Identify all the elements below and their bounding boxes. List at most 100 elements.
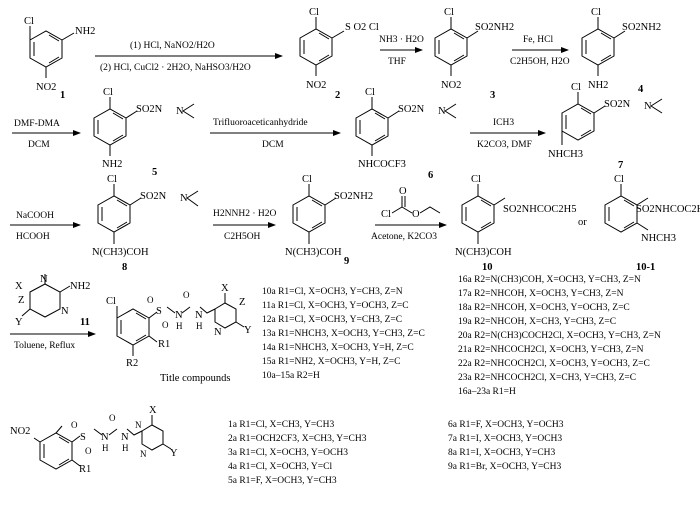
arrow3-bottom: C2H5OH, H2O	[510, 57, 570, 67]
c1-number: 1	[60, 90, 65, 101]
title-n1: N	[175, 310, 183, 321]
c8-so2: SO2N	[140, 191, 167, 202]
lead-h2: H	[122, 443, 129, 453]
c3-number: 3	[490, 90, 495, 101]
list-item: 2a R1=OCH2CF3, X=CH3, Y=CH3	[228, 434, 367, 444]
title-s: S	[156, 306, 162, 317]
lead-n2: N	[121, 432, 129, 443]
arrow6-bottom: K2CO3, DMF	[477, 140, 532, 150]
triazine-nh2: NH2	[70, 281, 90, 292]
list-item: 9a R1=Br, X=OCH3, Y=CH3	[448, 462, 561, 472]
arrow9-bottom: Acetone, K2CO3	[371, 232, 437, 242]
c6-n: N	[438, 106, 446, 117]
c3-cl: Cl	[444, 7, 454, 18]
list-item: 10a R1=Cl, X=OCH3, Y=CH3, Z=N	[262, 287, 403, 297]
arrow4-top: DMF-DMA	[14, 119, 60, 129]
triazine-n2: N	[61, 306, 69, 317]
c7-n: N	[644, 101, 652, 112]
c4-number: 4	[638, 84, 644, 95]
title-cl: Cl	[106, 296, 116, 307]
arrow4-bottom: DCM	[28, 140, 50, 150]
reagent-o1: O	[399, 186, 407, 197]
lead-no2: NO2	[10, 426, 30, 437]
c5-cl: Cl	[103, 87, 113, 98]
lead-h1: H	[102, 443, 109, 453]
lead-o1: O	[71, 420, 78, 430]
title-y: Y	[244, 325, 252, 336]
list-item: 17a R2=NHCOH, X=OCH3, Y=CH3, Z=N	[458, 289, 624, 299]
list-item: 7a R1=I, X=OCH3, Y=OCH3	[448, 434, 562, 444]
title-o2: O	[162, 320, 169, 330]
compound-1: Cl NH2 NO2 1	[24, 16, 95, 101]
c2-number: 2	[335, 90, 340, 101]
compound-7: Cl SO2N N NHCH3 7	[548, 82, 663, 171]
lead-nn1: N	[135, 420, 142, 430]
list-item: 6a R1=F, X=OCH3, Y=OCH3	[448, 420, 564, 430]
c5-so2: SO2N	[136, 104, 163, 115]
c8-n: N	[180, 193, 188, 204]
c7-number: 7	[618, 160, 623, 171]
c5-n: N	[176, 106, 184, 117]
list-10a-15a: 10a R1=Cl, X=OCH3, Y=CH3, Z=N 11a R1=Cl,…	[262, 287, 425, 381]
compound-10: Cl SO2NHCOC2H5 N(CH3)COH 10	[455, 174, 577, 273]
c2-so2cl: S O2 Cl	[345, 22, 379, 33]
triazine-z: Z	[18, 295, 24, 306]
c2-cl: Cl	[309, 7, 319, 18]
c6-cl: Cl	[365, 87, 375, 98]
c3-so2nh2: SO2NH2	[475, 22, 514, 33]
list-item: 4a R1=Cl, X=OCH3, Y=Cl	[228, 462, 332, 472]
arrow3-top: Fe, HCl	[523, 35, 553, 45]
arrow7-bottom: HCOOH	[16, 232, 50, 242]
list-item: 12a R1=Cl, X=OCH3, Y=CH3, Z=C	[262, 315, 402, 325]
or-label: or	[578, 217, 587, 228]
list-item: 5a R1=F, X=OCH3, Y=CH3	[228, 476, 337, 486]
arrow8-bottom: C2H5OH	[224, 232, 261, 242]
title-o3: O	[183, 290, 190, 300]
triazine-x: X	[15, 281, 23, 292]
c3-no2: NO2	[441, 80, 461, 91]
triazine-number: 11	[80, 317, 90, 328]
c6-sub: NHCOCF3	[358, 159, 406, 170]
title-o1: O	[147, 295, 154, 305]
compound-10-1: Cl SO2NHCOC2H5 NHCH3 10-1	[604, 174, 700, 273]
arrow8-top: H2NNH2 · H2O	[213, 209, 276, 219]
arrow5-top: Trifluoroaceticanhydride	[213, 117, 308, 128]
compound-5: Cl SO2N N NH2 5	[93, 87, 195, 178]
title-compounds-label: Title compounds	[160, 373, 231, 384]
arrow10-bottom: Toluene, Reflux	[14, 340, 75, 351]
c101-sub: NHCH3	[641, 233, 676, 244]
c1-nh2: NH2	[75, 26, 95, 37]
list-item: 15a R1=NH2, X=OCH3, Y=H, Z=C	[262, 357, 401, 367]
c101-so2: SO2NHCOC2H5	[636, 204, 700, 215]
lead-compounds-structure: NO2 S O O O N H N H X Y R1 N N	[10, 405, 178, 475]
title-z: Z	[239, 297, 245, 308]
c9-so2nh2: SO2NH2	[334, 191, 373, 202]
list-item: 3a R1=Cl, X=OCH3, Y=OCH3	[228, 448, 348, 458]
list-item: 21a R2=NHCOCH2Cl, X=OCH3, Y=CH3, Z=N	[458, 345, 644, 355]
compound-11: X Z N N Y NH2 11	[15, 274, 90, 328]
c101-cl: Cl	[614, 174, 624, 185]
list-item: 10a–15a R2=H	[262, 371, 320, 381]
lead-y: Y	[170, 448, 178, 459]
compound-8: Cl SO2N N N(CH3)COH 8	[92, 174, 199, 273]
compound-3: Cl SO2NH2 NO2 3	[434, 7, 514, 101]
c4-cl: Cl	[591, 7, 601, 18]
c10-number: 10	[482, 262, 493, 273]
c8-sub: N(CH3)COH	[92, 247, 149, 258]
title-compounds-structure: Cl S O O N H O N H N X Y Z R1 R2 Title c…	[106, 283, 252, 384]
arrow1-bottom: (2) HCl, CuCl2 · 2H2O, NaHSO3/H2O	[100, 62, 251, 73]
arrow1-top: (1) HCl, NaNO2/H2O	[130, 40, 215, 51]
c8-cl: Cl	[107, 174, 117, 185]
title-h1: H	[176, 321, 183, 331]
c10-so2: SO2NHCOC2H5	[503, 204, 577, 215]
title-r2: R2	[126, 358, 138, 369]
c7-sub: NHCH3	[548, 149, 583, 160]
title-h2: H	[196, 321, 203, 331]
list-item: 14a R1=NHCH3, X=OCH3, Y=H, Z=C	[262, 343, 414, 353]
reagent-ethyl-chloroformate: Cl O O	[381, 186, 441, 220]
compound-4: Cl SO2NH2 NH2 4	[581, 7, 661, 95]
title-nr: N	[214, 327, 222, 338]
c7-so2: SO2N	[604, 99, 631, 110]
